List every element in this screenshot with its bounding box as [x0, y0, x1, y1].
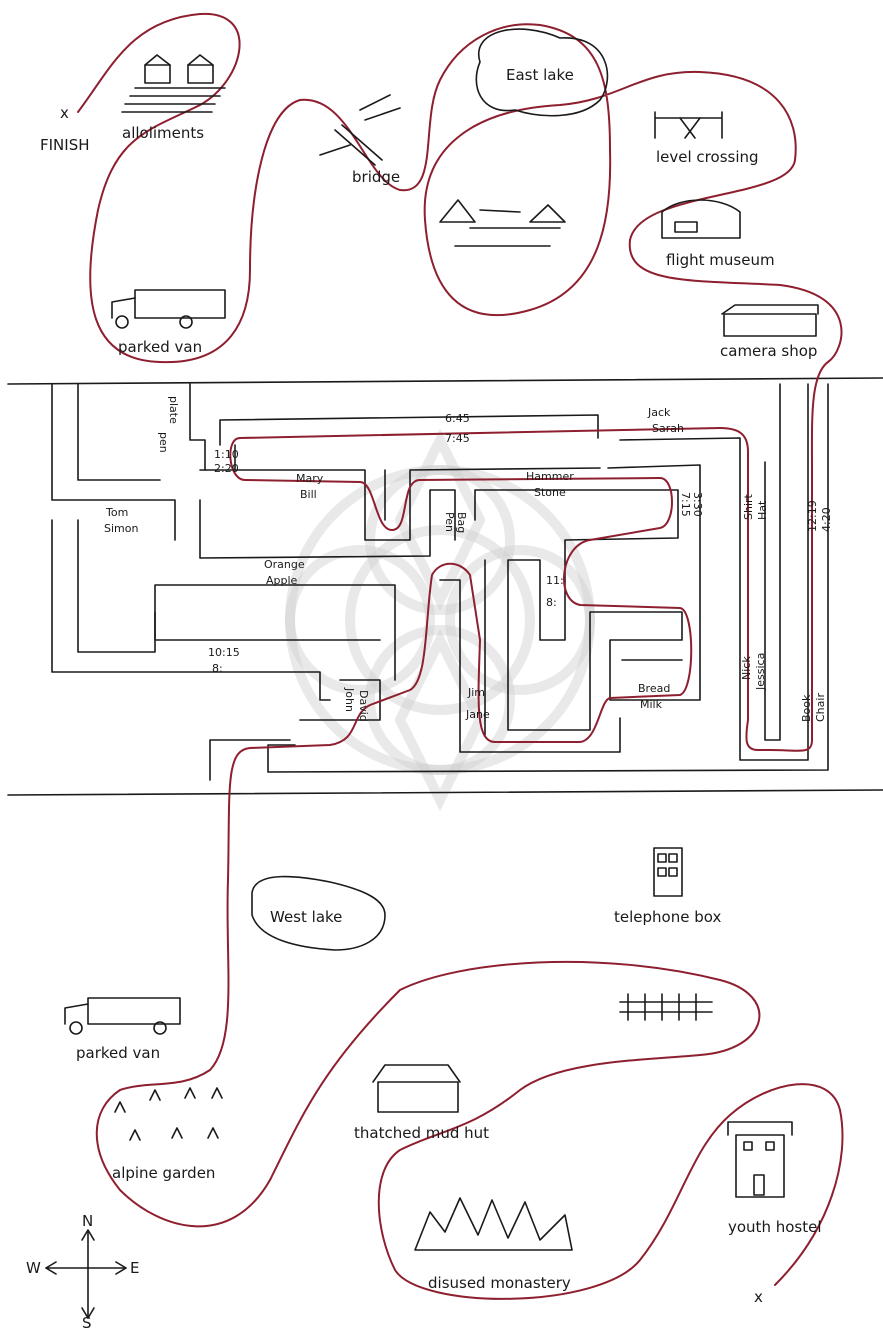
maze-label-stone: Stone [534, 486, 566, 499]
maze-label-hammer: Hammer [526, 470, 574, 483]
allotments-drawing [121, 54, 226, 113]
maze-label-12-19: 12:19 [806, 500, 819, 532]
maze-label-4-20: 4:20 [820, 507, 833, 532]
camera-shop-drawing [721, 304, 819, 337]
maze-label-jane: Jane [465, 708, 490, 721]
maze-label-bag: Bag [455, 512, 468, 533]
camera-shop-label: camera shop [720, 342, 817, 360]
maze-label-book: Book [800, 694, 813, 722]
van-south-drawing [64, 997, 181, 1035]
maze-label-3-30: 3:30 [691, 492, 704, 517]
maze-label-2-20: 2:20 [214, 462, 239, 475]
route-line [77, 12, 844, 1300]
maze-label-8b: 8: [212, 662, 223, 675]
west-lake-label: West lake [270, 908, 342, 926]
maze-label-pen: pen [157, 432, 170, 453]
compass-s: S [82, 1314, 92, 1328]
level-crossing-label: level crossing [656, 148, 759, 166]
compass-n: N [82, 1212, 93, 1230]
fence-drawing [619, 993, 713, 1021]
parked-van-north-label: parked van [118, 338, 202, 356]
maze-label-11: 11: [546, 574, 564, 587]
disused-monastery-label: disused monastery [428, 1274, 571, 1292]
maze-label-1-10: 1:10 [214, 448, 239, 461]
maze-label-8: 8: [546, 596, 557, 609]
monastery-drawing [414, 1197, 573, 1251]
maze-label-jessica: Jessica [754, 653, 767, 691]
alpine-garden-drawing [114, 1087, 223, 1141]
flight-museum-drawing [661, 199, 741, 239]
compass-w: W [26, 1259, 41, 1277]
east-lake-label: East lake [506, 66, 574, 84]
start-marker: x [754, 1288, 763, 1306]
youth-hostel-drawing [727, 1121, 793, 1198]
telephone-box-label: telephone box [614, 908, 721, 926]
maze-label-hat: Hat [756, 500, 769, 520]
maze-label-mary: Mary [296, 472, 324, 485]
compass: N S W E [26, 1212, 139, 1328]
boats-drawing [439, 199, 566, 247]
maze-label-simon: Simon [104, 522, 138, 535]
maze-label-sarah: Sarah [652, 422, 684, 435]
maze-label-orange: Orange [264, 558, 305, 571]
maze-label-pen2: Pen [443, 512, 456, 532]
west-lake-shape [251, 875, 386, 951]
maze-labels: plate pen 1:10 2:20 6:45 7:45 Jack Sarah… [104, 396, 833, 722]
road-edges [7, 377, 883, 796]
maze-label-jim: Jim [467, 686, 485, 699]
maze-label-david: David [357, 690, 370, 722]
alpine-garden-label: alpine garden [112, 1164, 215, 1182]
maze-label-6-45: 6:45 [445, 412, 470, 425]
van-north-drawing [111, 289, 226, 329]
telephone-box-drawing [653, 847, 683, 897]
bridge-label: bridge [352, 168, 400, 186]
youth-hostel-label: youth hostel [728, 1218, 822, 1236]
maze-label-john: John [343, 687, 356, 712]
maze-label-plate: plate [167, 396, 180, 424]
allotments-label: alloliments [122, 124, 204, 142]
maze-label-jack: Jack [647, 406, 671, 419]
bridge-drawing [319, 94, 401, 166]
maze-label-nick: Nick [740, 656, 753, 680]
compass-e: E [130, 1259, 139, 1277]
parked-van-south-label: parked van [76, 1044, 160, 1062]
finish-marker: x [60, 104, 69, 122]
finish-label: FINISH [40, 136, 90, 154]
level-crossing-drawing [654, 111, 723, 139]
maze [51, 383, 829, 781]
maze-label-chair: Chair [814, 693, 827, 722]
maze-label-bill: Bill [300, 488, 317, 501]
maze-label-tom: Tom [105, 506, 128, 519]
thatched-hut-drawing [372, 1064, 461, 1113]
maze-label-shirt: Shirt [742, 493, 755, 520]
flight-museum-label: flight museum [666, 251, 775, 269]
maze-label-apple: Apple [266, 574, 298, 587]
east-lake-shape [475, 28, 609, 117]
maze-label-7-45: 7:45 [445, 432, 470, 445]
maze-label-7-15: 7:15 [679, 492, 692, 517]
maze-label-milk: Milk [640, 698, 663, 711]
maze-label-10-15: 10:15 [208, 646, 240, 659]
maze-label-bread: Bread [638, 682, 670, 695]
thatched-hut-label: thatched mud hut [354, 1124, 489, 1142]
